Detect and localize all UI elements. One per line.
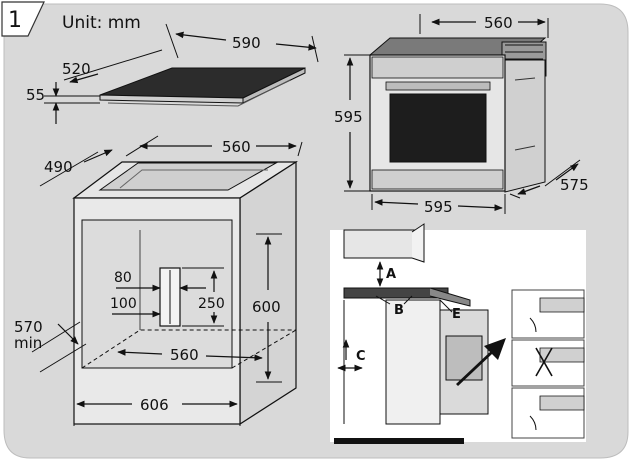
cabinet-top-depth-dimension: 490 <box>39 149 113 187</box>
cabinet-top-width-label: 560 <box>222 138 251 156</box>
hob-drawing <box>99 67 306 107</box>
oven-top-width-dimension: 560 <box>419 14 549 38</box>
cabinet-outer-width-label: 606 <box>140 396 169 414</box>
oven-height-dimension: 595 <box>334 54 370 192</box>
hob-height-dimension: 55 <box>26 82 100 124</box>
cabinet-inner-width-dimension: 560 <box>117 346 263 364</box>
hob-depth-dimension: 520 <box>62 49 163 84</box>
vent-height-label: 250 <box>198 296 225 312</box>
cabinet-top-depth-label: 490 <box>44 158 73 176</box>
vent-width-dimension: 80 <box>114 270 206 292</box>
oven-height-label: 595 <box>334 108 363 126</box>
detail-panels <box>511 289 585 439</box>
cabinet-opening-depth-label: 570 <box>14 318 43 336</box>
cabinet-top-width-dimension: 560 <box>125 135 303 157</box>
install-label-e: E <box>452 307 461 322</box>
step-number: 1 <box>8 8 22 33</box>
install-label-a: A <box>386 267 396 282</box>
install-arrow-icon <box>456 338 506 386</box>
oven-bottom-width-dimension: 595 <box>371 194 506 216</box>
oven-depth-dimension: 575 <box>509 159 589 199</box>
unit-label: Unit: mm <box>62 13 141 33</box>
oven-top-width-label: 560 <box>484 14 513 32</box>
vent-width-label: 80 <box>114 270 132 286</box>
oven-bottom-width-label: 595 <box>424 198 453 216</box>
hob-height-label: 55 <box>26 86 45 104</box>
hob-width-label: 590 <box>232 34 261 52</box>
vent-height-dimension: 250 <box>182 267 225 327</box>
step-tab: 1 <box>1 1 45 37</box>
vent-offset-label: 100 <box>110 296 137 312</box>
oven-depth-label: 575 <box>560 176 589 194</box>
hob-width-dimension: 590 <box>165 23 319 63</box>
oven-drawing <box>368 37 547 193</box>
install-label-c: C <box>356 349 366 364</box>
cabinet-drawing <box>72 160 299 426</box>
hob-depth-label: 520 <box>62 60 91 78</box>
cabinet-height-dimension: 600 <box>252 233 282 383</box>
cabinet-opening-depth-suffix: min <box>14 334 42 352</box>
cross-icon <box>535 347 553 377</box>
install-label-b: B <box>394 303 404 318</box>
cabinet-height-label: 600 <box>252 298 281 316</box>
vent-offset-dimension: 100 <box>110 296 161 318</box>
cabinet-opening-depth-dimension: 570 min <box>14 318 87 373</box>
cabinet-inner-width-label: 560 <box>170 346 199 364</box>
cabinet-outer-width-dimension: 606 <box>73 396 241 426</box>
